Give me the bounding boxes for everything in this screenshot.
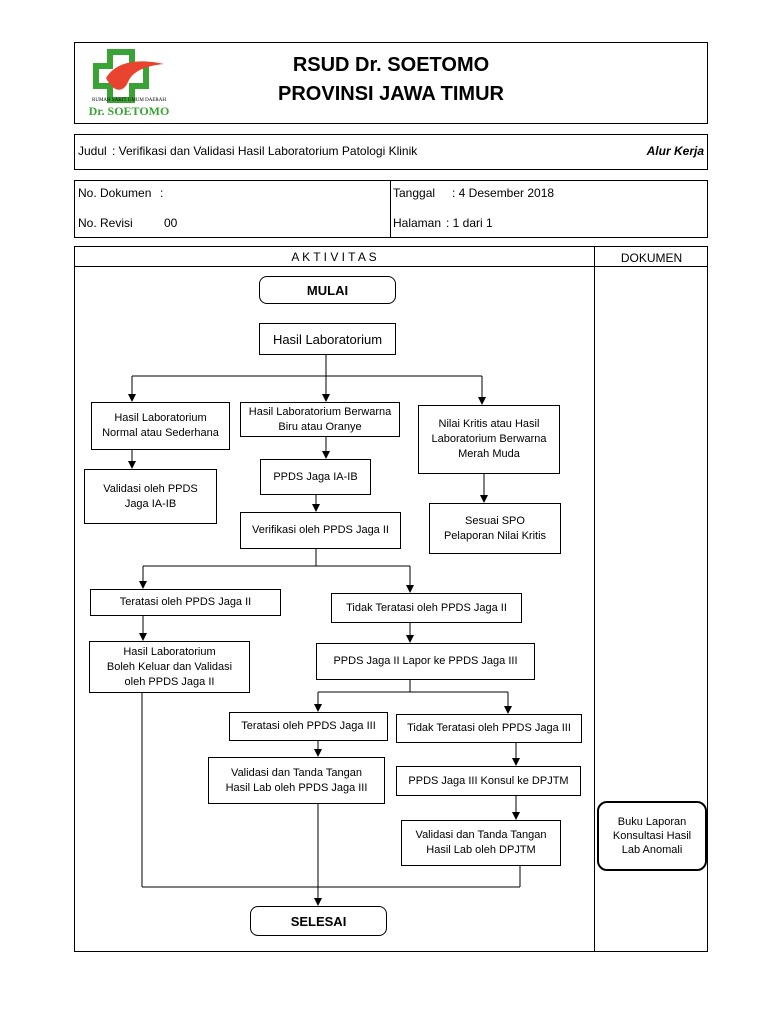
halaman-label: Halaman [393, 216, 442, 230]
flow-teratasi-iii: Teratasi oleh PPDS Jaga III [229, 712, 388, 741]
aktivitas-header: A K T I V I T A S [291, 250, 377, 264]
halaman-value: : 1 dari 1 [446, 216, 493, 230]
flow-tidak-teratasi-ii: Tidak Teratasi oleh PPDS Jaga II [331, 593, 522, 623]
flow-konsul: PPDS Jaga III Konsul ke DPJTM [396, 766, 581, 796]
judul-value: : Verifikasi dan Validasi Hasil Laborato… [112, 144, 418, 158]
document-type: Alur Kerja [646, 144, 704, 158]
flow-verifikasi: Verifikasi oleh PPDS Jaga II [240, 512, 401, 549]
flow-berwarna: Hasil Laboratorium Berwarna Biru atau Or… [240, 402, 400, 437]
logo-cross-icon [93, 49, 164, 103]
tanggal-label: Tanggal [393, 186, 436, 200]
flow-teratasi-ii: Teratasi oleh PPDS Jaga II [90, 589, 281, 616]
dokumen-buku-laporan: Buku Laporan Konsultasi Hasil Lab Anomal… [597, 801, 707, 871]
no-revisi-label: No. Revisi [78, 216, 133, 230]
dokumen-header: DOKUMEN [620, 251, 683, 265]
flow-boleh-keluar: Hasil Laboratorium Boleh Keluar dan Vali… [89, 641, 250, 693]
flow-start: MULAI [259, 276, 396, 304]
logo-name: Dr. SOETOMO [88, 104, 170, 118]
province-title: PROVINSI JAWA TIMUR [278, 83, 504, 105]
flow-validasi-dpjtm: Validasi dan Tanda Tangan Hasil Lab oleh… [401, 820, 561, 866]
judul-label: Judul [78, 144, 107, 158]
flow-end: SELESAI [250, 906, 387, 936]
flow-sesuai-spo: Sesuai SPO Pelaporan Nilai Kritis [429, 503, 561, 554]
hospital-title: RSUD Dr. SOETOMO [292, 54, 490, 76]
no-dokumen-value: : [160, 186, 164, 200]
flow-validasi-ppds: Validasi oleh PPDS Jaga IA-IB [84, 469, 217, 524]
judul-row [74, 134, 708, 170]
meta-divider [390, 180, 391, 238]
no-revisi-value: 00 [164, 216, 178, 230]
header-frame [74, 42, 708, 124]
flow-lapor-iii: PPDS Jaga II Lapor ke PPDS Jaga III [316, 643, 535, 680]
column-divider [594, 246, 595, 952]
meta-row [74, 180, 708, 238]
flow-tidak-teratasi-iii: Tidak Teratasi oleh PPDS Jaga III [396, 714, 582, 743]
logo-top-text: RUMAH SAKIT UMUM DAERAH [92, 98, 166, 103]
header-underline-left [74, 266, 595, 267]
hospital-logo: RUMAH SAKIT UMUM DAERAH Dr. SOETOMO [84, 48, 174, 120]
flow-kritis: Nilai Kritis atau Hasil Laboratorium Ber… [418, 405, 560, 474]
no-dokumen-label: No. Dokumen [78, 186, 152, 200]
flow-normal: Hasil Laboratorium Normal atau Sederhana [91, 402, 230, 450]
header-underline-right [594, 266, 708, 267]
flow-validasi-iii: Validasi dan Tanda Tangan Hasil Lab oleh… [208, 757, 385, 804]
flow-hasil-lab: Hasil Laboratorium [259, 323, 396, 355]
tanggal-value: : 4 Desember 2018 [452, 186, 555, 200]
flow-ppds-jaga: PPDS Jaga IA-IB [260, 459, 371, 495]
